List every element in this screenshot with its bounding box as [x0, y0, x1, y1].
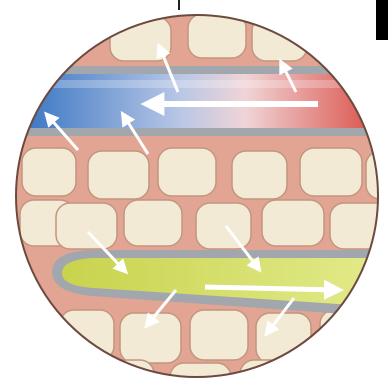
tissue-cell: [322, 14, 384, 58]
tissue-cell: [190, 310, 248, 360]
tissue-cell: [88, 151, 149, 199]
tissue-cell: [30, 14, 84, 58]
tissue-cell: [262, 200, 324, 246]
tissue-cell: [330, 203, 388, 249]
tissue-cell: [240, 360, 298, 386]
tissue-cell: [124, 200, 182, 246]
arrow-icon: [205, 287, 336, 290]
tissue-cell: [196, 203, 251, 249]
tissue-cell: [56, 203, 117, 249]
tissue-cell: [22, 148, 76, 196]
tissue-cell: [252, 17, 307, 61]
tissue-cell: [158, 148, 216, 196]
tissue-cell: [320, 310, 382, 360]
tissue-cell: [300, 148, 362, 196]
tissue-cell: [232, 151, 287, 199]
tissue-cell: [188, 14, 246, 58]
